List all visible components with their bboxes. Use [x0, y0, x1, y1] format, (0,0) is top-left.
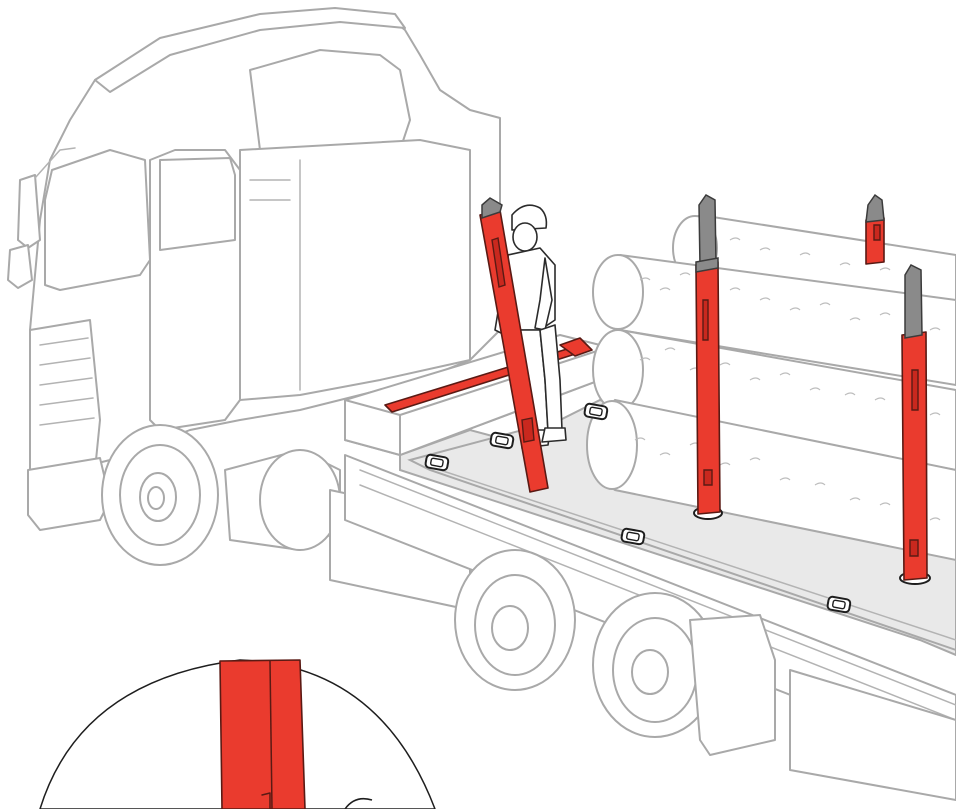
- detail-zoom-circle: [40, 660, 435, 809]
- front-wheel: [102, 425, 218, 565]
- stake-socket: [425, 454, 449, 471]
- upright-stake-back: [866, 195, 884, 264]
- stake-socket: [490, 432, 514, 449]
- stake-socket: [827, 596, 851, 613]
- stake-socket: [584, 403, 608, 420]
- stake-socket: [621, 528, 645, 545]
